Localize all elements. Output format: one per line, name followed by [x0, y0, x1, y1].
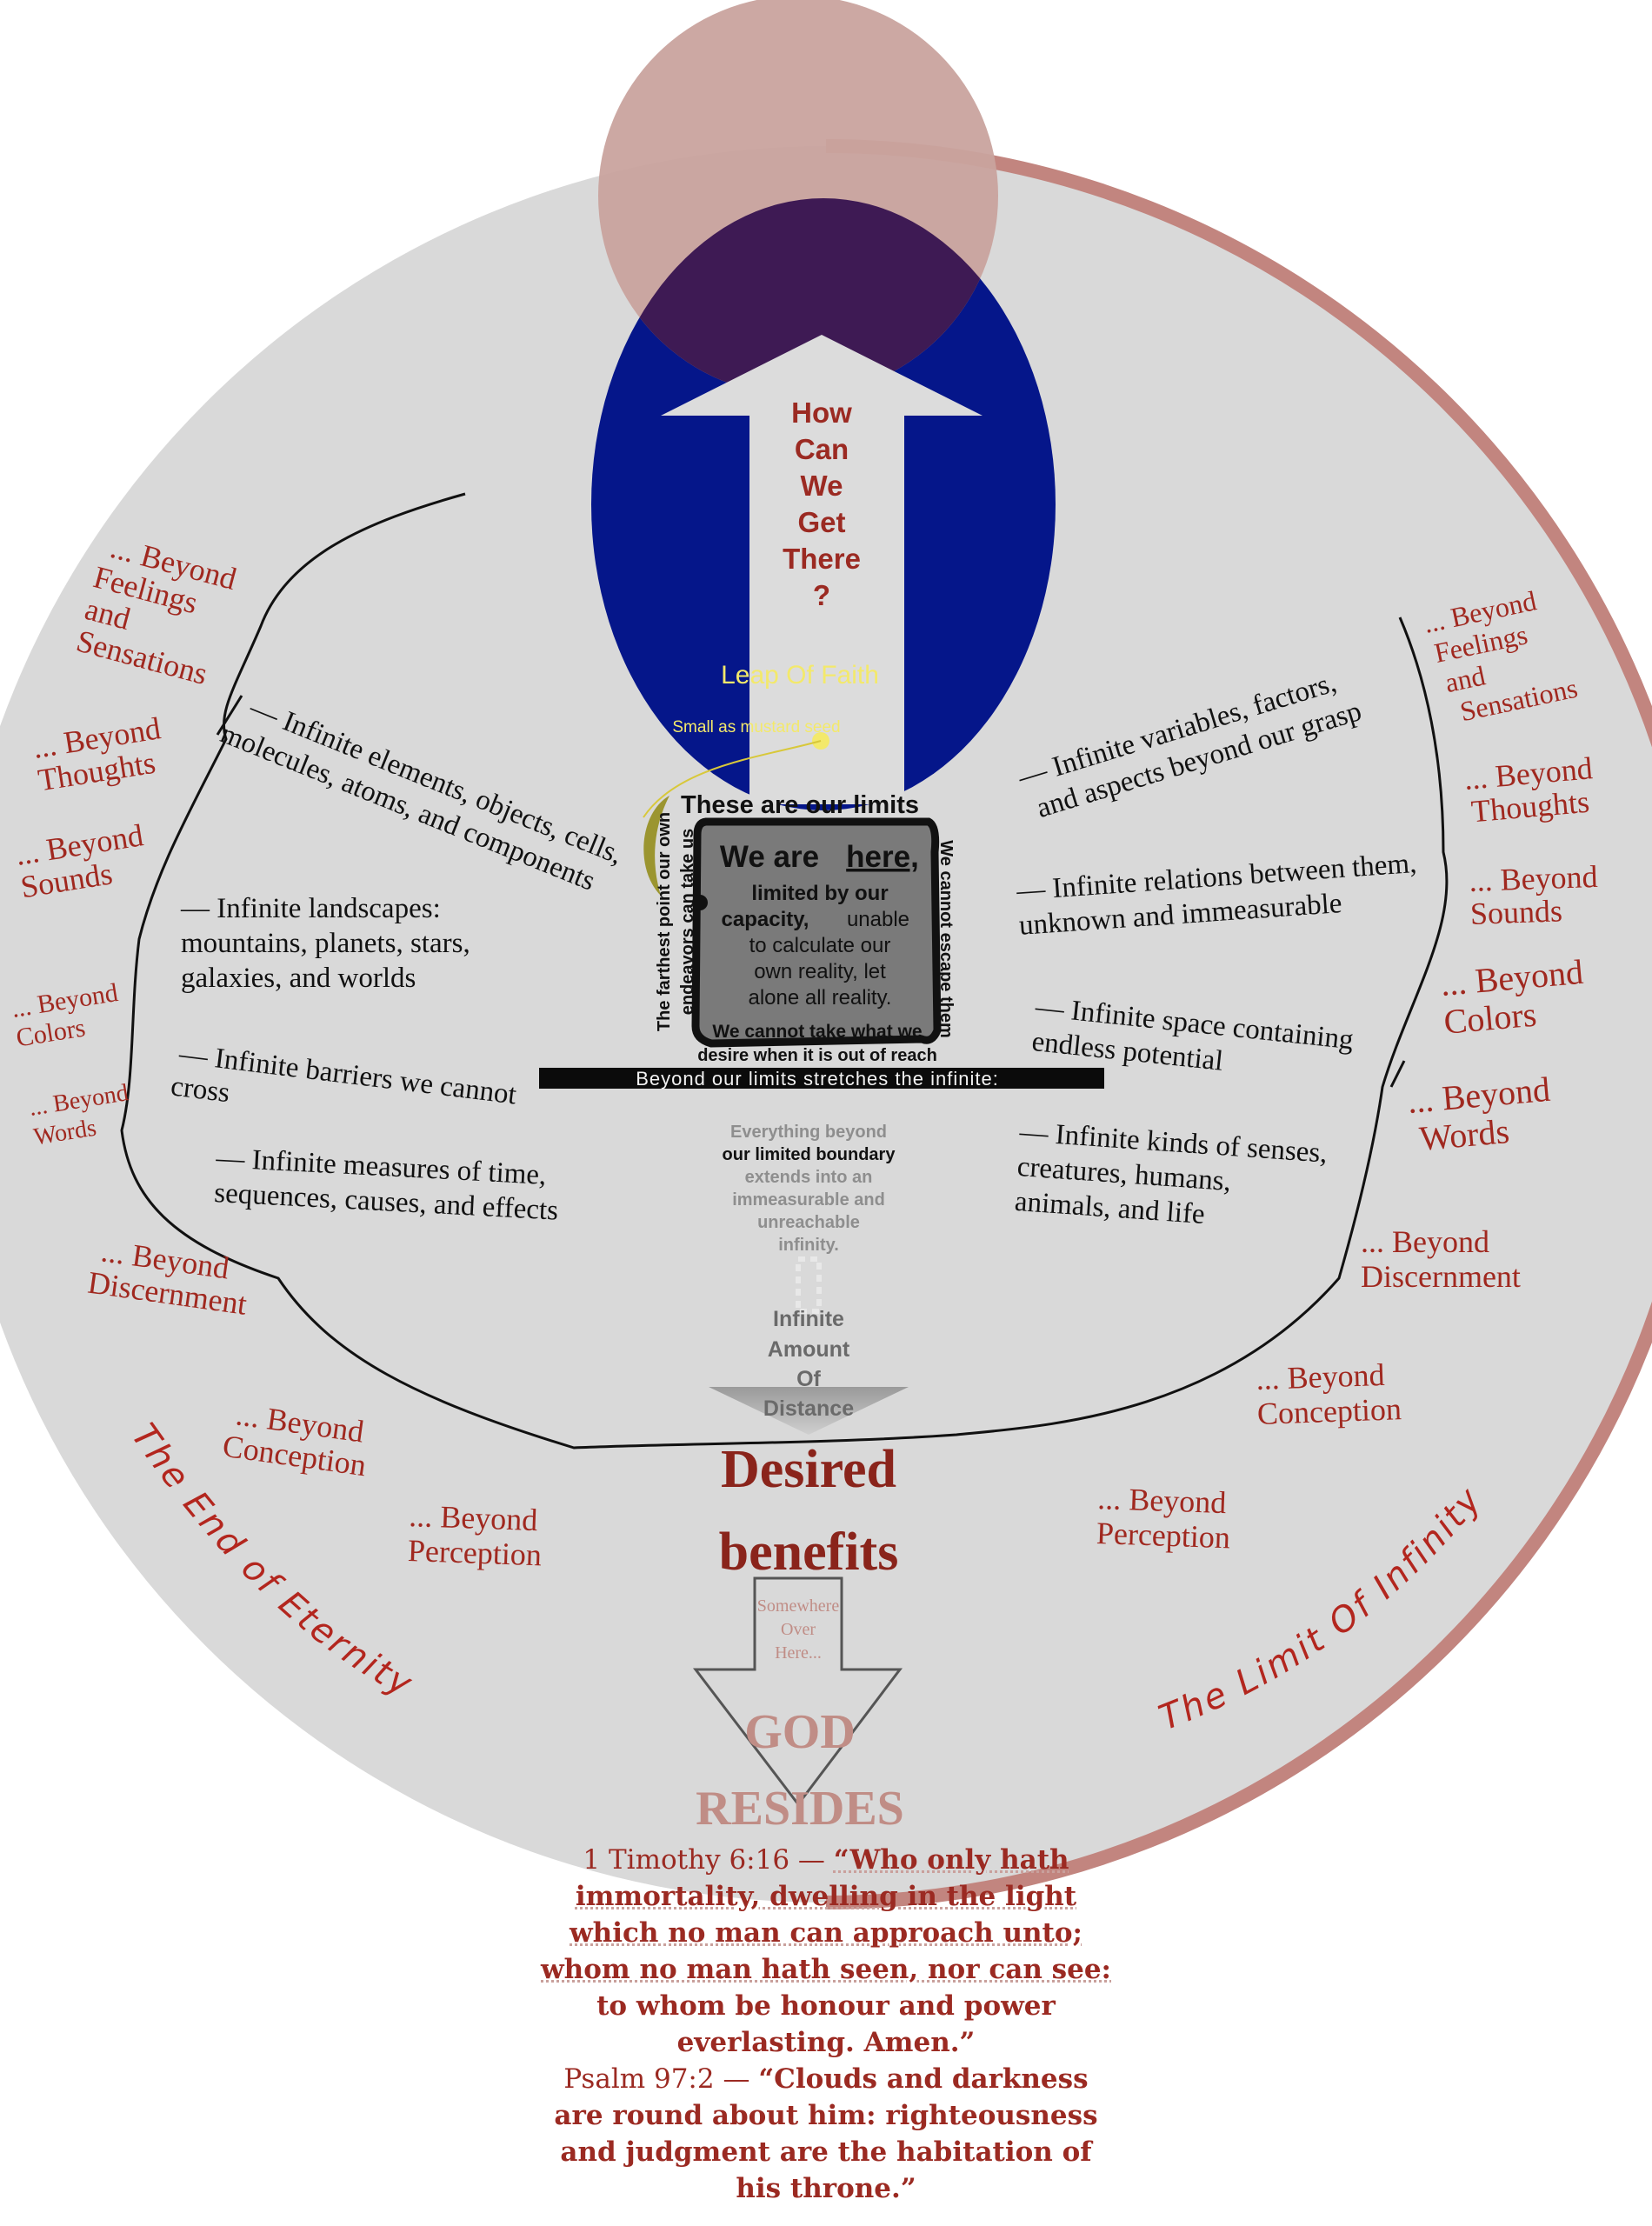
scripture-line: Psalm 97:2 — “Clouds and darkness [365, 2061, 1287, 2097]
capacity-rest-1: to calculate our [749, 934, 891, 957]
beyond-right-3-line: Colors [1442, 995, 1538, 1042]
beyond-right-2-line: ... Beyond [1469, 859, 1598, 898]
scripture-quote-2-line: are round about him: righteousness [554, 2100, 1098, 2131]
limit-ring [825, 139, 1652, 1909]
beyond-left-7: ... Beyond Perception [407, 1498, 542, 1572]
infinite-left-1-line: — Infinite landscapes: [180, 893, 441, 924]
distance-line: Of [796, 1367, 821, 1391]
god-label: GOD [744, 1705, 856, 1759]
somewhere-line: Here... [775, 1643, 822, 1663]
beyond-right-7: ... Beyond Perception [1096, 1481, 1230, 1555]
farthest-point-0: The farthest point our own [655, 812, 674, 1031]
infinite-distance: Infinite Amount Of Distance [763, 1307, 854, 1421]
leap-of-faith-label: Leap Of Faith [721, 661, 879, 690]
capacity-bold-1: limited by our [751, 882, 888, 905]
question-line: ? [813, 579, 830, 611]
scripture-quote-2-line: his throne.” [736, 2173, 916, 2204]
scripture-quote-2-line: and judgment are the habitation of [560, 2136, 1092, 2168]
question-line: Can [795, 433, 849, 465]
limits-title: These are our limits [681, 791, 919, 819]
cannot-take-0: We cannot take what we [712, 1022, 922, 1042]
question-line: We [801, 470, 843, 502]
distance-line: Amount [768, 1337, 850, 1362]
here-label: here, [846, 840, 919, 874]
everything-beyond-line: infinity. [778, 1236, 839, 1255]
cannot-take-1: desire when it is out of reach [697, 1046, 937, 1065]
cannot-escape-label: We cannot escape them [936, 840, 956, 1037]
scripture-quote-1-line: to whom be honour and power [596, 1990, 1056, 2022]
scripture-ref-2: Psalm 97:2 — [563, 2063, 759, 2095]
down-arrow [692, 1576, 903, 1807]
capacity-rest-0: unable [847, 908, 909, 931]
question-line: How [791, 397, 852, 429]
beyond-right-2-line: Sounds [1469, 893, 1562, 931]
scripture-quote-1-line: whom no man hath seen, nor can see: [541, 1954, 1111, 1985]
beyond-right-6: ... Beyond Conception [1256, 1357, 1402, 1431]
hand-drawn-boundary [120, 492, 1449, 1450]
beyond-left-7-line: ... Beyond [409, 1498, 538, 1537]
everything-beyond-line: Everything beyond [730, 1123, 887, 1142]
beyond-right-2: ... Beyond Sounds [1469, 859, 1598, 931]
scripture-block: 1 Timothy 6:16 — “Who only hath immortal… [365, 1842, 1287, 2207]
leap-path [643, 740, 822, 818]
scripture-quote-1-line: which no man can approach unto; [570, 1917, 1082, 1949]
everything-beyond: Everything beyond our limited boundary e… [723, 1123, 896, 1255]
capacity-rest-2: own reality, let [754, 960, 886, 983]
infinite-left-1-line: mountains, planets, stars, [181, 928, 470, 959]
beyond-right-5: ... Beyond Discernment [1361, 1224, 1521, 1294]
boundary-dot [692, 895, 708, 910]
distance-line: Infinite [773, 1307, 844, 1331]
beyond-right-7-line: Perception [1096, 1516, 1230, 1555]
boundary-tick-right [1389, 1060, 1406, 1088]
resides-label: RESIDES [696, 1782, 904, 1836]
beyond-banner: Beyond our limits stretches the infinite… [636, 1068, 999, 1090]
farthest-point-1: endeavors can take us [678, 829, 697, 1016]
beyond-right-1: ... Beyond Thoughts [1462, 750, 1594, 829]
scripture-quote-1-line: immortality, dwelling in the light [575, 1881, 1077, 1912]
scripture-line: 1 Timothy 6:16 — “Who only hath [365, 1842, 1287, 1878]
scripture-ref-1: 1 Timothy 6:16 — [583, 1844, 834, 1876]
question-line: Get [797, 506, 845, 538]
beyond-right-6-line: Conception [1256, 1391, 1402, 1431]
infinite-left-1-line: galaxies, and worlds [181, 963, 416, 994]
mustard-seed-label: Small as mustard seed [672, 718, 840, 736]
beyond-banner-bar [539, 1068, 1104, 1089]
beyond-right-7-line: ... Beyond [1097, 1481, 1227, 1520]
capacity-bold-2: capacity, [722, 908, 809, 931]
somewhere-over-here: Somewhere Over Here... [757, 1596, 840, 1663]
everything-beyond-line: unreachable [757, 1213, 860, 1232]
question-line: There [783, 543, 861, 575]
beyond-right-5-line: Discernment [1361, 1259, 1521, 1294]
somewhere-line: Somewhere [757, 1596, 840, 1616]
benefits-label: benefits [719, 1523, 899, 1582]
up-arrow [661, 335, 983, 804]
our-limits-box [691, 817, 942, 1048]
somewhere-line: Over [781, 1620, 816, 1639]
beyond-right-4-line: Words [1418, 1111, 1511, 1158]
desired-label: Desired [721, 1440, 896, 1499]
distance-line: Distance [763, 1396, 854, 1421]
scripture-quote-1-line: everlasting. Amen.” [676, 2027, 976, 2058]
everything-beyond-line: immeasurable and [732, 1190, 885, 1210]
we-are-label: We are [720, 840, 819, 874]
boundary-tick-left [216, 695, 243, 736]
everything-beyond-line: our limited boundary [723, 1145, 896, 1164]
overlap-region [598, 198, 998, 396]
distance-arrow [709, 1387, 909, 1435]
question-text: How Can We Get There ? [783, 397, 861, 611]
olive-crescent [643, 796, 669, 896]
beyond-left-7-line: Perception [407, 1533, 542, 1572]
scripture-quote-2-line: “Clouds and darkness [758, 2063, 1089, 2095]
beyond-right-6-line: ... Beyond [1256, 1357, 1385, 1396]
infinite-left-2-line: cross [169, 1070, 231, 1109]
scripture-quote-1-line: “Who only hath [833, 1844, 1069, 1876]
beyond-right-5-line: ... Beyond [1361, 1224, 1489, 1259]
everything-beyond-line: extends into an [745, 1168, 873, 1187]
capacity-rest-3: alone all reality. [749, 986, 892, 1010]
